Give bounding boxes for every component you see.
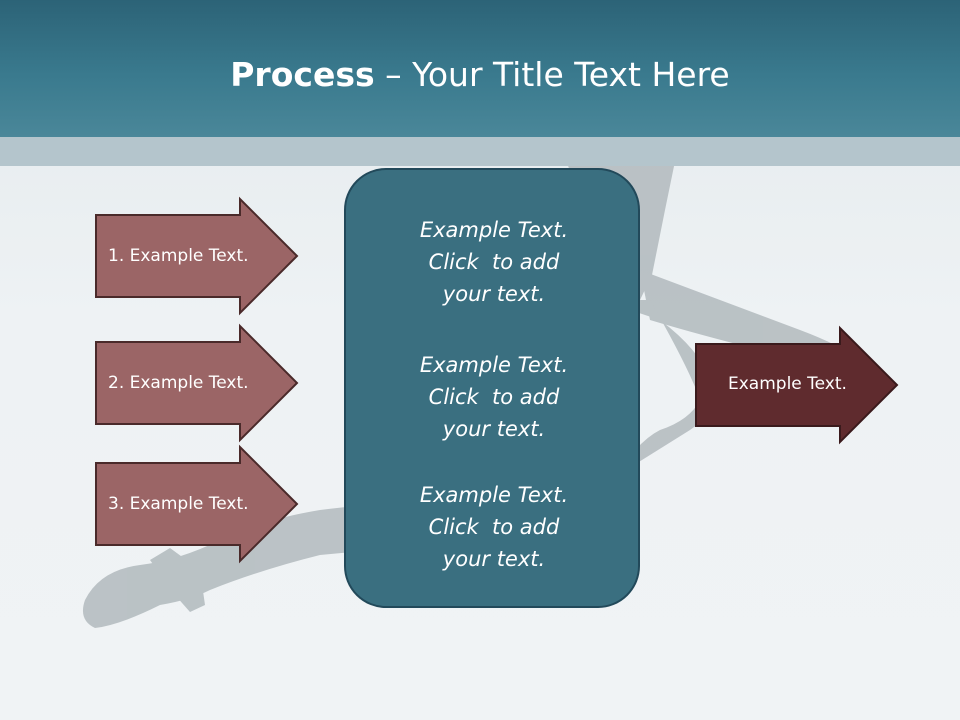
center-content-box[interactable]: Example Text. Click to add your text. Ex… [344, 168, 640, 608]
arrow-label: Example Text. [728, 374, 847, 394]
process-arrow-2[interactable]: 2. Example Text. [95, 323, 300, 443]
block-line: Example Text. [419, 353, 569, 377]
arrow-shape [95, 196, 299, 316]
block-line: Click to add [428, 385, 560, 409]
block-line: your text. [442, 417, 546, 441]
block-line: Click to add [428, 250, 560, 274]
result-arrow[interactable]: Example Text. [695, 325, 900, 445]
block-line: your text. [442, 282, 546, 306]
block-line: Click to add [428, 515, 560, 539]
title-sub-band [0, 137, 960, 166]
process-arrow-3[interactable]: 3. Example Text. [95, 444, 300, 564]
block-line: Example Text. [419, 218, 569, 242]
arrow-shape [95, 323, 299, 443]
arrow-label: 2. Example Text. [108, 373, 249, 393]
title-band [0, 0, 960, 137]
center-text-block-2: Example Text. Click to add your text. [346, 349, 642, 445]
arrow-shape [695, 325, 899, 445]
block-line: your text. [442, 547, 546, 571]
title-bold: Process [230, 55, 375, 94]
center-text-block-1: Example Text. Click to add your text. [346, 214, 642, 310]
arrow-label: 1. Example Text. [108, 246, 249, 266]
process-arrow-1[interactable]: 1. Example Text. [95, 196, 300, 316]
slide-title[interactable]: Process – Your Title Text Here [0, 50, 960, 100]
block-line: Example Text. [419, 483, 569, 507]
center-text-block-3: Example Text. Click to add your text. [346, 479, 642, 575]
title-rest: – Your Title Text Here [374, 55, 730, 94]
arrow-shape [95, 444, 299, 564]
arrow-label: 3. Example Text. [108, 494, 249, 514]
